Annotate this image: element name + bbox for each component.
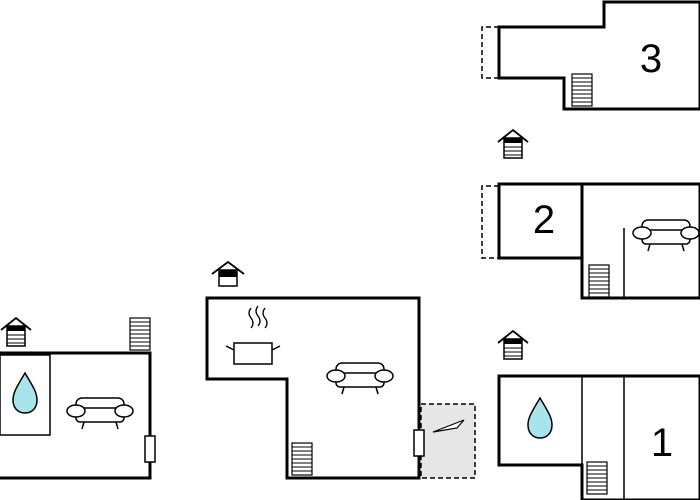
- left-plan-bathroom: [0, 354, 51, 436]
- door-icon: [413, 429, 425, 457]
- floor-3: 3: [481, 0, 700, 111]
- sofa-icon: [326, 362, 394, 395]
- floor-2-balcony: [481, 185, 499, 259]
- stairs-icon: [129, 317, 151, 351]
- floor-1: 1: [497, 330, 700, 500]
- middle-plan: [205, 261, 476, 480]
- water-drop-icon: [527, 397, 553, 439]
- left-plan-walls: [0, 351, 152, 480]
- sofa-icon: [632, 219, 700, 252]
- floor-2: 2: [481, 129, 700, 300]
- house-icon: [497, 129, 529, 159]
- terrace-icon: [432, 419, 465, 433]
- house-icon: [497, 330, 529, 360]
- sofa-icon: [66, 397, 134, 430]
- left-plan: [0, 317, 156, 480]
- stairs-icon: [571, 73, 593, 107]
- floor-2-label: 2: [533, 198, 555, 242]
- terrace: [420, 403, 476, 479]
- door-icon: [144, 435, 156, 463]
- floor-3-label: 3: [640, 37, 662, 81]
- stairs-icon: [586, 461, 608, 495]
- floor-3-balcony: [481, 26, 499, 79]
- floor-3-walls: [497, 0, 700, 111]
- house-icon: [0, 317, 32, 347]
- water-drop-icon: [12, 372, 38, 414]
- house-icon: [211, 261, 245, 287]
- floor-1-walls: [497, 374, 700, 500]
- cooking-pot-icon: [225, 305, 281, 365]
- stairs-icon: [291, 442, 313, 476]
- floor-1-label: 1: [651, 421, 673, 465]
- stairs-icon: [588, 264, 610, 298]
- middle-plan-walls: [205, 296, 421, 480]
